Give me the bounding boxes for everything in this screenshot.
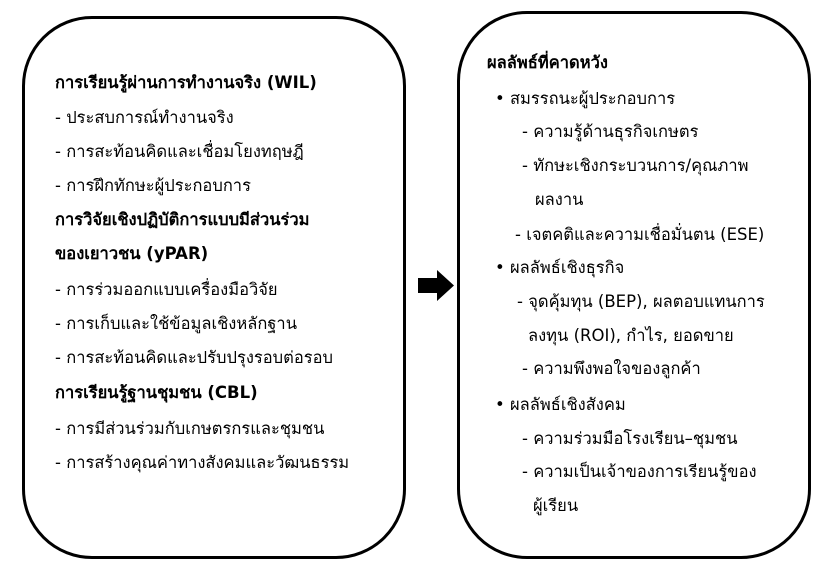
list-item: - ความรู้ด้านธุรกิจเกษตร — [522, 122, 699, 141]
section-title-ypar: การวิจัยเชิงปฏิบัติการแบบมีส่วนร่วม — [55, 210, 310, 229]
inputs-box — [22, 16, 406, 559]
list-item: - ประสบการณ์ทำงานจริง — [55, 108, 234, 127]
list-item-cont: ผลงาน — [535, 190, 584, 209]
list-item: - การสะท้อนคิดและปรับปรุงรอบต่อรอบ — [55, 348, 333, 367]
list-item: - ความพึงพอใจของลูกค้า — [522, 359, 701, 378]
list-item: - การสะท้อนคิดและเชื่อมโยงทฤษฎี — [55, 142, 304, 161]
right-arrow-icon — [418, 270, 454, 301]
outcomes-title: ผลลัพธ์ที่คาดหวัง — [487, 53, 608, 72]
list-item: - การมีส่วนร่วมกับเกษตรกรและชุมชน — [55, 419, 325, 438]
list-item: - จุดคุ้มทุน (BEP), ผลตอบแทนการ — [517, 292, 765, 311]
list-item: - การสร้างคุณค่าทางสังคมและวัฒนธรรม — [55, 453, 350, 472]
list-item: - การเก็บและใช้ข้อมูลเชิงหลักฐาน — [55, 314, 297, 333]
list-item: - เจตคติและความเชื่อมั่นตน (ESE) — [515, 225, 765, 244]
section-title-ypar-cont: ของเยาวชน (yPAR) — [55, 244, 209, 263]
list-item-cont: ลงทุน (ROI), กำไร, ยอดขาย — [528, 326, 734, 345]
list-item: - ทักษะเชิงกระบวนการ/คุณภาพ — [522, 156, 749, 175]
bullet-business-outcomes: • ผลลัพธ์เชิงธุรกิจ — [495, 258, 625, 277]
list-item: - การร่วมออกแบบเครื่องมือวิจัย — [55, 280, 278, 299]
section-title-wil: การเรียนรู้ผ่านการทำงานจริง (WIL) — [55, 73, 317, 92]
list-item: - ความร่วมมือโรงเรียน–ชุมชน — [522, 429, 738, 448]
list-item: - การฝึกทักษะผู้ประกอบการ — [55, 176, 251, 195]
bullet-social-outcomes: • ผลลัพธ์เชิงสังคม — [495, 395, 626, 414]
outcomes-box — [457, 11, 811, 559]
list-item: - ความเป็นเจ้าของการเรียนรู้ของ — [522, 462, 757, 481]
section-title-cbl: การเรียนรู้ฐานชุมชน (CBL) — [55, 383, 258, 402]
bullet-entrepreneurial-competency: • สมรรถนะผู้ประกอบการ — [495, 89, 676, 108]
list-item-cont: ผู้เรียน — [533, 496, 579, 515]
